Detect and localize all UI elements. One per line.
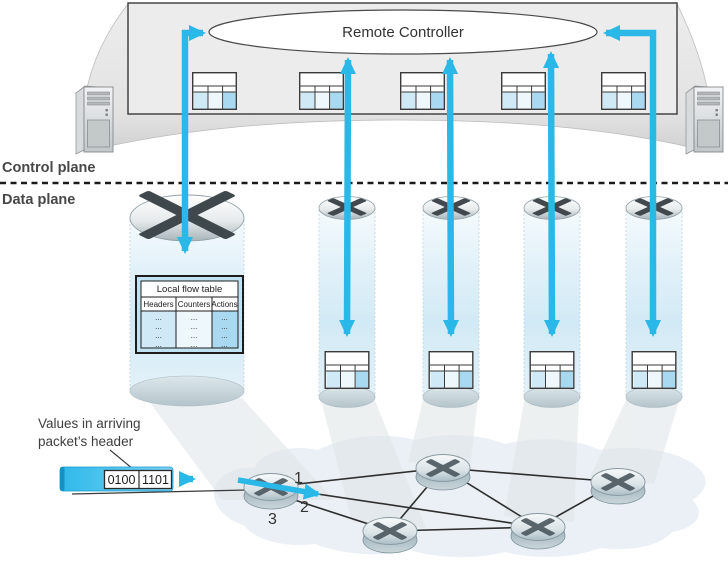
data-plane-label: Data plane	[2, 192, 75, 208]
flow-table-icon	[501, 71, 546, 111]
forwarding-arrow	[237, 477, 321, 500]
control-arrows	[177, 25, 661, 337]
local-flow-table: Local flow table Headers Counters Action…	[135, 275, 244, 354]
router-icon	[415, 454, 471, 491]
column-header-headers: Headers	[143, 300, 173, 309]
beam	[408, 396, 478, 468]
beam	[320, 396, 426, 528]
beam	[504, 396, 579, 522]
flow-table-title: Local flow table	[157, 284, 222, 295]
router-network: 1 2 3	[71, 454, 646, 554]
beam	[590, 396, 680, 484]
svg-text:...: ...	[155, 340, 162, 349]
svg-text:...: ...	[155, 322, 162, 331]
packet-header-box	[103, 469, 173, 490]
flow-table-icon	[191, 71, 238, 111]
server-tower-icon	[75, 85, 114, 155]
svg-text:...: ...	[191, 340, 198, 349]
svg-text:...: ...	[155, 313, 162, 322]
control-plane-backdrop: Remote Controller	[75, 2, 724, 155]
controller-link-arrow	[603, 25, 661, 337]
beam	[142, 392, 334, 500]
cylinder-bottom	[129, 375, 245, 407]
router-icon	[590, 468, 646, 505]
packet-header-bits-right: 1101	[142, 473, 169, 487]
ingress-link	[71, 489, 248, 495]
column-header-counters: Counters	[178, 300, 210, 309]
remote-controller-label: Remote Controller	[342, 24, 464, 41]
router-icon	[510, 513, 566, 550]
controller-link-arrow	[177, 25, 206, 254]
svg-text:...: ...	[221, 340, 228, 349]
remote-controller-ellipse	[208, 9, 598, 55]
packet-annotation-line1: Values in arriving	[38, 416, 141, 431]
svg-text:...: ...	[221, 322, 228, 331]
svg-text:...: ...	[221, 331, 228, 340]
svg-text:...: ...	[191, 313, 198, 322]
arriving-packet-group: Values in arriving packet’s header 0100 …	[38, 416, 196, 492]
svg-text:...: ...	[191, 331, 198, 340]
packet-edge	[60, 467, 65, 491]
spotlight-beams	[142, 392, 680, 528]
packet-annotation-line2: packet’s header	[38, 434, 134, 449]
annotation-leader-line	[109, 449, 134, 470]
column-header-actions: Actions	[211, 300, 237, 309]
main-switch-cylinder: Local flow table Headers Counters Action…	[129, 191, 245, 407]
link-label-1: 1	[294, 470, 303, 487]
controller-link-arrow	[442, 57, 459, 337]
svg-text:...: ...	[221, 313, 228, 322]
control-plane-label: Control plane	[2, 160, 95, 176]
router-icon	[362, 517, 418, 554]
network-cloud	[213, 435, 706, 558]
packet-header-bits-left: 0100	[108, 473, 136, 487]
flow-table-icon	[601, 71, 646, 111]
flow-table-icon	[400, 71, 445, 111]
flow-table-icon	[299, 71, 344, 111]
server-tower-icon	[685, 85, 724, 155]
flow-table-rows: ... ... ... ... ... ... ... ... ... ... …	[155, 313, 228, 349]
link-label-3: 3	[268, 511, 277, 528]
link-label-2: 2	[300, 499, 309, 516]
svg-text:...: ...	[155, 331, 162, 340]
svg-text:...: ...	[191, 322, 198, 331]
controller-link-arrow	[543, 51, 560, 337]
controller-link-arrow	[339, 57, 356, 337]
